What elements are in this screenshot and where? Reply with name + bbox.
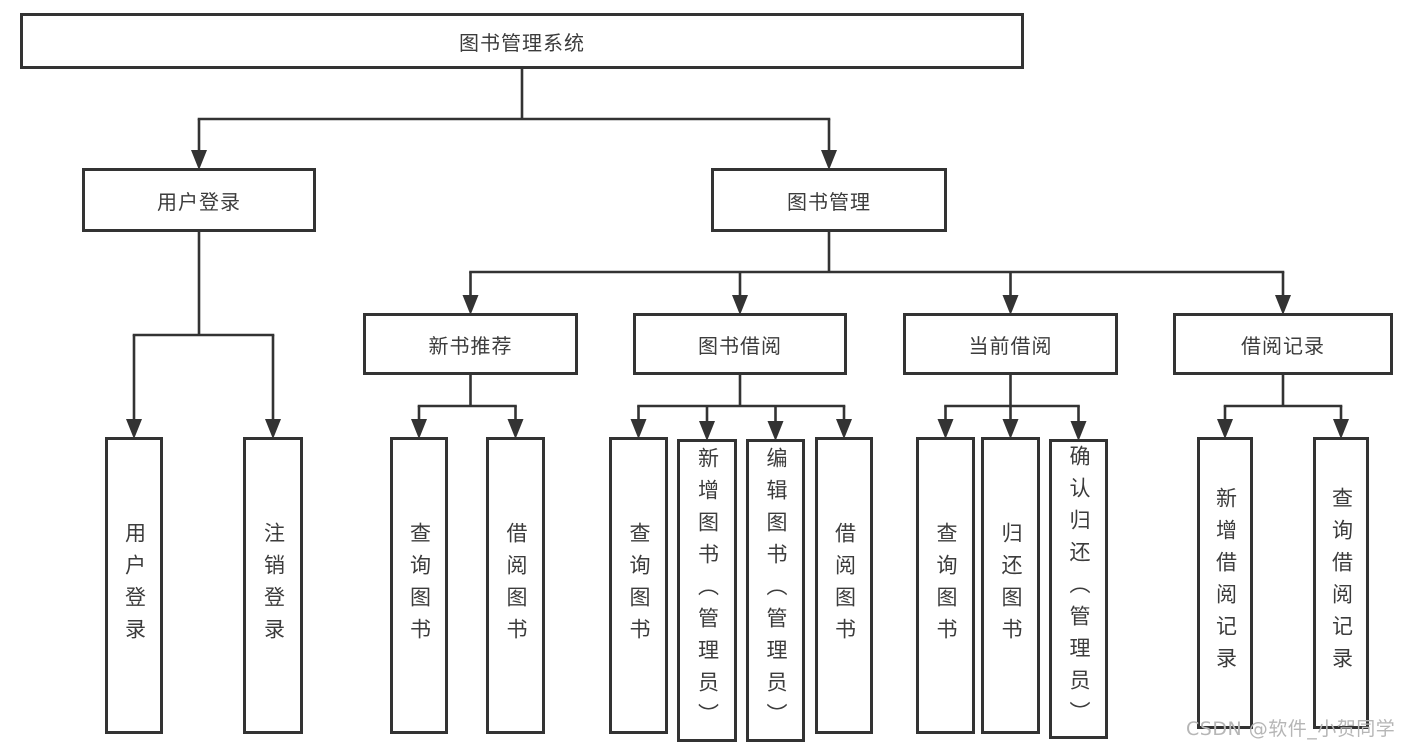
node-nb-borrow: 借阅图书 (486, 437, 545, 734)
watermark: CSDN @软件_小贺同学 (1186, 718, 1396, 740)
node-br-query: 查询借阅记录 (1313, 437, 1369, 729)
node-label: 用户登录 (122, 521, 147, 650)
node-label: 注销登录 (261, 521, 286, 650)
node-label: 新增图书（管理员） (695, 446, 720, 735)
node-cb-confirm: 确认归还（管理员） (1049, 439, 1108, 739)
node-label: 图书管理 (787, 189, 871, 214)
node-label: 当前借阅 (968, 333, 1053, 358)
node-book-borrow: 图书借阅 (633, 313, 847, 375)
node-cb-return: 归还图书 (981, 437, 1040, 734)
node-book-mgmt: 图书管理 (711, 168, 947, 232)
node-user-login: 用户登录 (82, 168, 316, 232)
node-bb-add: 新增图书（管理员） (677, 439, 737, 742)
node-label: 归还图书 (999, 521, 1024, 650)
node-label: 借阅记录 (1241, 333, 1325, 358)
node-leaf-logout: 注销登录 (243, 437, 303, 734)
node-bb-borrow: 借阅图书 (815, 437, 873, 734)
node-label: 借阅图书 (504, 521, 529, 650)
node-leaf-user-login: 用户登录 (105, 437, 163, 734)
node-label: 编辑图书（管理员） (764, 446, 789, 735)
node-root: 图书管理系统 (20, 13, 1024, 69)
node-nb-query: 查询图书 (390, 437, 448, 734)
node-bb-query: 查询图书 (609, 437, 668, 734)
node-bb-edit: 编辑图书（管理员） (746, 439, 805, 742)
node-label: 图书借阅 (698, 333, 782, 358)
node-label: 查询图书 (934, 521, 959, 650)
node-label: 查询图书 (627, 521, 652, 650)
node-label: 查询图书 (407, 521, 432, 650)
node-label: 图书管理系统 (459, 30, 585, 55)
node-label: 新书推荐 (428, 333, 513, 358)
node-label: 新增借阅记录 (1213, 487, 1238, 679)
node-current-borrow: 当前借阅 (903, 313, 1118, 375)
node-new-book-rec: 新书推荐 (363, 313, 578, 375)
node-cb-query: 查询图书 (916, 437, 975, 734)
node-label: 查询借阅记录 (1329, 487, 1354, 679)
node-label: 借阅图书 (832, 521, 857, 650)
node-label: 确认归还（管理员） (1067, 445, 1092, 733)
node-borrow-records: 借阅记录 (1173, 313, 1393, 375)
node-br-add: 新增借阅记录 (1197, 437, 1253, 729)
node-label: 用户登录 (157, 189, 241, 214)
